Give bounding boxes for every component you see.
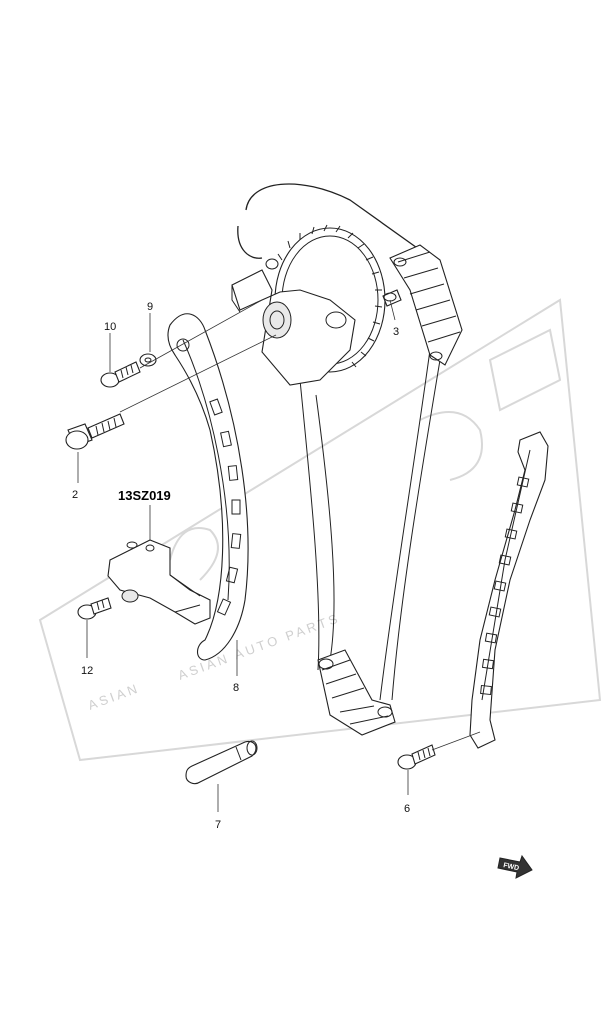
chain-tensioner-13SZ019 <box>107 539 211 625</box>
fwd-arrow-icon: FWD <box>497 854 533 879</box>
dowel-pin-part-3 <box>382 289 402 307</box>
callout-10: 10 <box>104 321 116 333</box>
callout-8: 8 <box>233 682 239 694</box>
callout-12: 12 <box>81 665 93 677</box>
bolt-part-2 <box>65 413 125 450</box>
chain-guide-straight <box>469 431 549 749</box>
callout-3: 3 <box>393 326 399 338</box>
timing-chain <box>237 183 463 736</box>
cam-sprocket <box>231 224 386 386</box>
pin-part-7 <box>185 740 258 785</box>
chain-guide-part-8 <box>167 313 249 661</box>
washer-part-9 <box>139 353 157 367</box>
watermark-text-left: ASIAN <box>86 680 142 713</box>
bolt-part-12 <box>77 597 112 620</box>
bolt-part-10 <box>100 361 141 388</box>
bolt-part-6 <box>397 744 436 770</box>
callout-2: 2 <box>72 489 78 501</box>
callout-9: 9 <box>147 301 153 313</box>
fwd-label: FWD <box>503 862 520 872</box>
callout-6: 6 <box>404 803 410 815</box>
leader-lines <box>77 299 481 812</box>
callout-7: 7 <box>215 819 221 831</box>
part-code-label: 13SZ019 <box>118 488 171 503</box>
